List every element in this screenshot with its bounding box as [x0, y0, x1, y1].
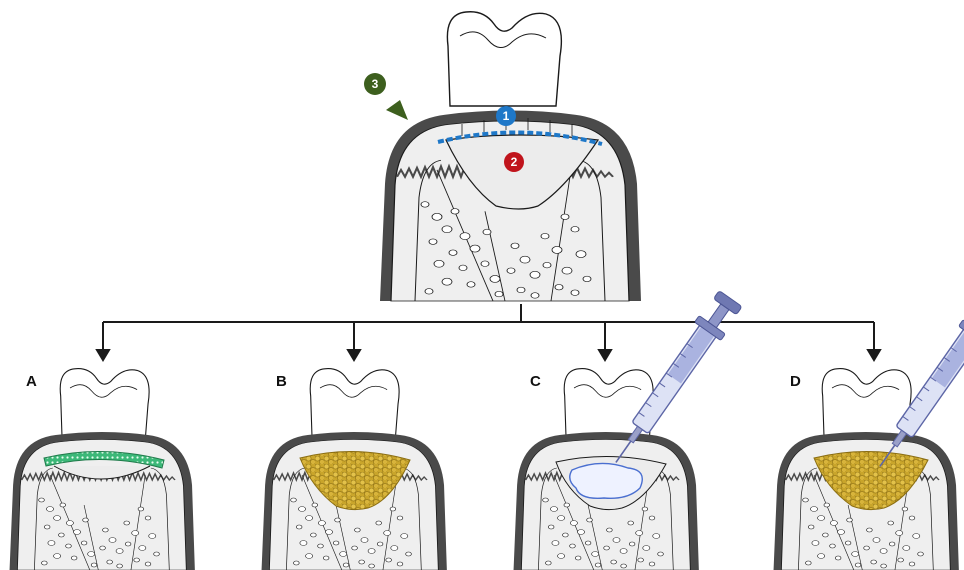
badge-1: 1 [496, 106, 516, 126]
panel-b: B [262, 369, 447, 570]
tooth-crown-icon [447, 12, 561, 106]
panel-label-b: B [276, 373, 287, 390]
panel-label-d: D [790, 373, 801, 390]
connector-tree [97, 304, 880, 360]
panel-label-a: A [26, 373, 37, 390]
svg-text:1: 1 [503, 109, 510, 123]
panel-d: D [774, 293, 964, 570]
panel-a: A [10, 369, 195, 570]
badge-2: 2 [504, 152, 524, 172]
panel-label-c: C [530, 373, 541, 390]
svg-text:2: 2 [511, 155, 518, 169]
panel-c: C [514, 289, 744, 570]
badge-3: 3 [364, 73, 386, 95]
svg-text:3: 3 [372, 77, 379, 91]
arrow-head-icon [386, 100, 408, 120]
top-diagram: 1 2 3 [364, 12, 641, 301]
gel-filler [570, 463, 643, 498]
